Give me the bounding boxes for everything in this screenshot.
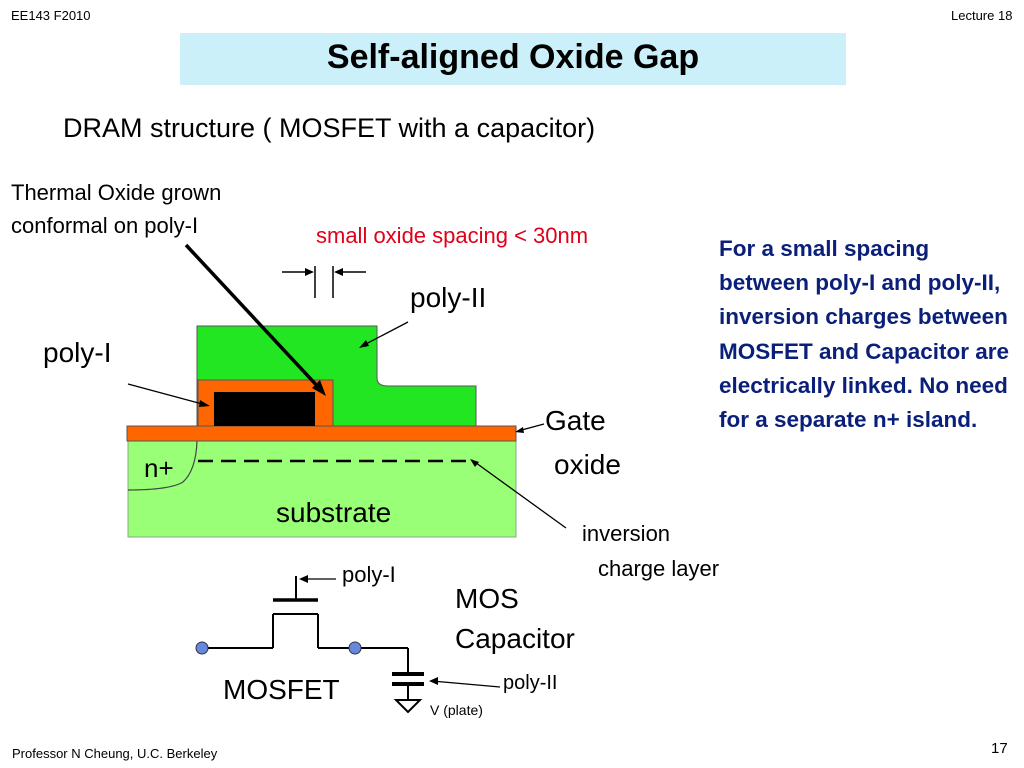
circuit-poly-i-arrowhead [299, 575, 308, 583]
poly-ii-pointer [361, 321, 409, 347]
substrate-region [127, 439, 517, 538]
lecture-header: Lecture 18 [951, 8, 1013, 23]
oxide-label: oxide [554, 449, 621, 480]
drain-terminal [348, 641, 362, 655]
explanation-note: For a small spacing between poly-I and p… [719, 236, 1010, 433]
mos-label: MOS [455, 583, 519, 614]
gate-oxide-layer [126, 425, 517, 442]
gate-oxide-arrowhead [515, 427, 524, 433]
gate-label: Gate [545, 405, 606, 436]
professor-footer: Professor N Cheung, U.C. Berkeley [12, 746, 218, 761]
circuit-poly-i-label: poly-I [342, 562, 396, 587]
capacitor-label: Capacitor [455, 623, 575, 654]
poly-i-arrowhead [199, 400, 210, 407]
inversion-label-2: charge layer [598, 556, 720, 581]
poly-ii-label: poly-II [410, 282, 487, 313]
page-number: 17 [991, 740, 1008, 757]
thermal-oxide-arrowhead [312, 380, 326, 396]
course-header: EE143 F2010 [11, 8, 91, 23]
circuit-schematic [202, 576, 424, 714]
mosfet-label: MOSFET [223, 674, 340, 705]
poly-i-label: poly-I [43, 337, 112, 368]
n-plus-boundary [127, 440, 198, 491]
circuit-poly-ii-arrowhead [429, 677, 438, 685]
poly-i-shape [214, 392, 315, 426]
spacing-arrowhead-left [305, 268, 314, 276]
title-banner [180, 33, 846, 85]
source-terminal [195, 641, 209, 655]
n-plus-label: n+ [144, 453, 174, 483]
spacing-label: small oxide spacing < 30nm [316, 223, 589, 248]
poly-ii-arrowhead [359, 340, 369, 348]
spacing-arrowhead-right [334, 268, 343, 276]
inversion-arrowhead [470, 459, 479, 467]
circuit-poly-ii-pointer [431, 680, 501, 688]
thermal-oxide-pointer [184, 243, 323, 392]
inversion-pointer [471, 459, 567, 529]
slide-title: Self-aligned Oxide Gap [326, 38, 700, 76]
substrate-label: substrate [276, 497, 392, 528]
thermal-oxide-label-2: conformal on poly-I [11, 213, 199, 238]
vplate-label: V (plate) [430, 702, 483, 718]
slide-subtitle: DRAM structure ( MOSFET with a capacitor… [63, 113, 596, 143]
inversion-label-1: inversion [582, 521, 671, 546]
circuit-poly-ii-label: poly-II [503, 672, 558, 694]
poly-i-pointer [127, 383, 207, 406]
thermal-oxide-label-1: Thermal Oxide grown [11, 180, 222, 205]
